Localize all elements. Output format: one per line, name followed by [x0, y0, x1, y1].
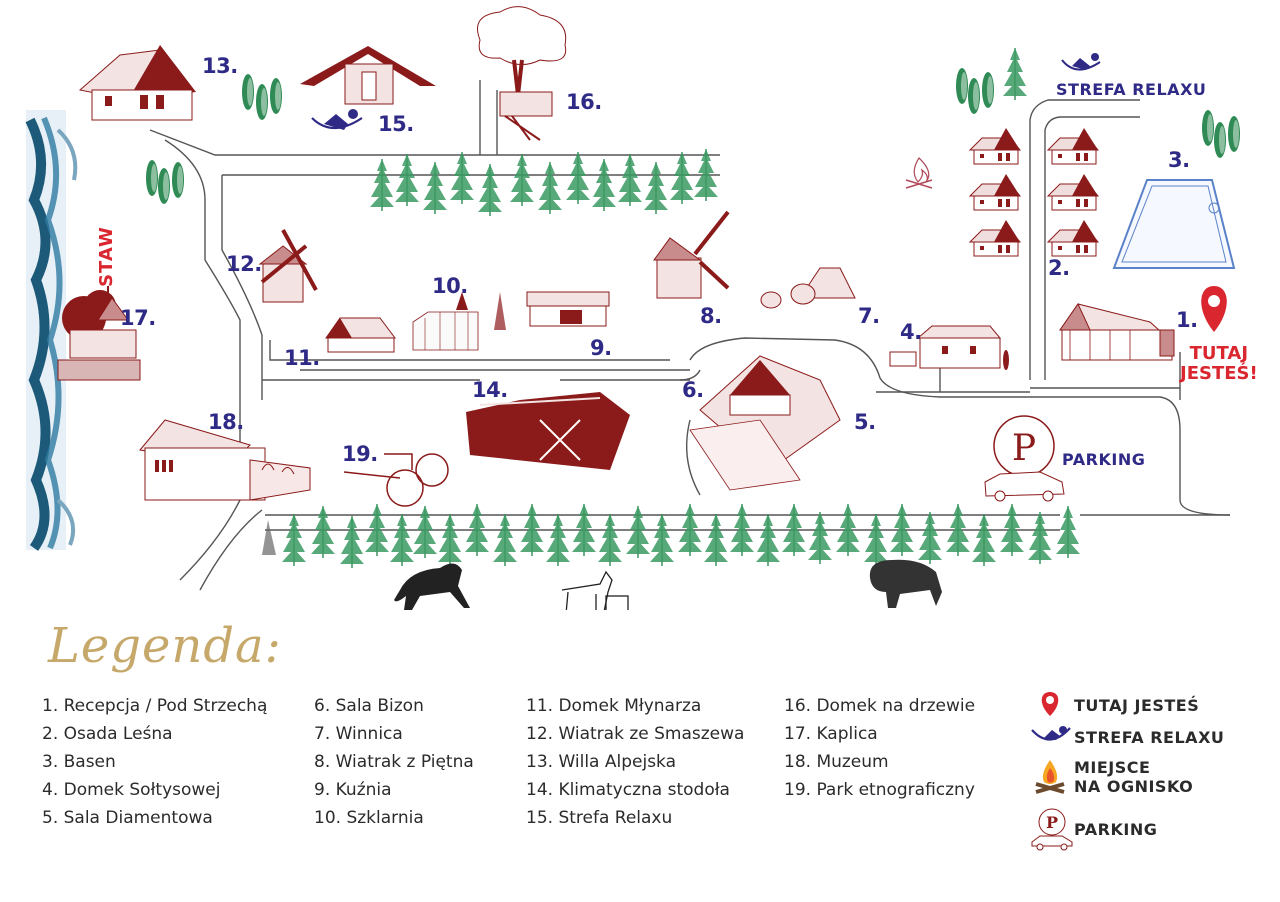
legend-column-1: 1. Recepcja / Pod Strzechą 2. Osada Leśn…	[42, 692, 267, 832]
goat-illustration	[561, 570, 629, 615]
legend-title: Legenda:	[48, 618, 282, 674]
you-are-here-label: TUTAJ JESTEŚ!	[1180, 344, 1258, 384]
building-winnica	[760, 267, 856, 309]
legend-symbol-campfire: MIEJSCE NA OGNISKO	[1030, 758, 1193, 800]
horse-illustration	[394, 563, 470, 610]
marker-6[interactable]: 6.	[682, 378, 704, 402]
cart-park-etnograficzny	[343, 453, 449, 507]
building-osada-lesna	[969, 127, 1099, 257]
pool-basen	[1112, 179, 1236, 269]
marker-17[interactable]: 17.	[120, 306, 156, 330]
legend-item: 4. Domek Sołtysowej	[42, 780, 221, 800]
building-kuznia	[526, 291, 610, 327]
svg-text:P: P	[1046, 813, 1058, 832]
hammock-marker-15	[311, 109, 363, 130]
building-wiatrak-z-pietna	[653, 210, 730, 299]
marker-7[interactable]: 7.	[858, 304, 880, 328]
marker-18[interactable]: 18.	[208, 410, 244, 434]
marker-8[interactable]: 8.	[700, 304, 722, 328]
tree-row-top	[369, 148, 719, 217]
campfire-label-line1: MIEJSCE	[1074, 758, 1151, 777]
bison-illustration	[869, 559, 942, 608]
building-sala-bizon	[689, 355, 841, 491]
marker-16[interactable]: 16.	[566, 90, 602, 114]
parking-label: PARKING	[1062, 450, 1146, 469]
marker-19[interactable]: 19.	[342, 442, 378, 466]
hammock-icon	[1031, 726, 1071, 741]
campfire-label: MIEJSCE NA OGNISKO	[1074, 758, 1193, 796]
legend-item: 7. Winnica	[314, 724, 403, 744]
building-muzeum	[139, 419, 311, 501]
legend-item: 16. Domek na drzewie	[784, 696, 976, 716]
legend-item: 5. Sala Diamentowa	[42, 808, 213, 828]
legend-item: 10. Szklarnia	[314, 808, 424, 828]
legend-column-3: 11. Domek Młynarza 12. Wiatrak ze Smasze…	[526, 692, 744, 832]
marker-9[interactable]: 9.	[590, 336, 612, 360]
legend-symbol-parking: P PARKING	[1030, 806, 1157, 856]
legend-item: 18. Muzeum	[784, 752, 889, 772]
site-map: P	[25, 6, 1258, 615]
legend-item: 1. Recepcja / Pod Strzechą	[42, 696, 268, 716]
legend-symbol-you-are-here: TUTAJ JESTEŚ	[1030, 690, 1199, 724]
building-szklarnia	[412, 292, 506, 351]
staw-label: STAW	[95, 226, 117, 287]
building-willa-alpejska	[78, 45, 196, 121]
building-strefa-relaxu	[300, 46, 436, 105]
pond-staw	[25, 110, 78, 551]
parking-icon: P	[1031, 808, 1073, 851]
marker-4[interactable]: 4.	[900, 320, 922, 344]
marker-10[interactable]: 10.	[432, 274, 468, 298]
legend-item: 14. Klimatyczna stodoła	[526, 780, 730, 800]
legend-item: 11. Domek Młynarza	[526, 696, 702, 716]
marker-12[interactable]: 12.	[226, 252, 262, 276]
svg-text:P: P	[1012, 428, 1036, 469]
parking-marker: P	[984, 415, 1065, 502]
hammock-marker-top	[1061, 53, 1101, 71]
building-domek-mlynarza	[325, 317, 396, 353]
legend-column-4: 16. Domek na drzewie 17. Kaplica 18. Muz…	[784, 692, 975, 804]
tree-row-bottom	[262, 503, 1081, 569]
building-domek-na-drzewie	[477, 6, 567, 141]
building-kaplica	[57, 286, 141, 381]
legend-item: 6. Sala Bizon	[314, 696, 424, 716]
legend-item: 3. Basen	[42, 752, 116, 772]
legend-item: 12. Wiatrak ze Smaszewa	[526, 724, 745, 744]
legend-item: 13. Willa Alpejska	[526, 752, 677, 772]
legend-column-2: 6. Sala Bizon 7. Winnica 8. Wiatrak z Pi…	[314, 692, 474, 832]
marker-5[interactable]: 5.	[854, 410, 876, 434]
location-pin-icon	[1041, 692, 1059, 716]
legend-item: 17. Kaplica	[784, 724, 878, 744]
legend-symbol-relax-zone: STREFA RELAXU	[1030, 724, 1224, 754]
marker-3[interactable]: 3.	[1168, 148, 1190, 172]
building-recepcja	[1059, 302, 1175, 361]
legend-item: 19. Park etnograficzny	[784, 780, 975, 800]
location-pin-marker	[1201, 286, 1227, 332]
building-wiatrak-smaszewa	[258, 229, 318, 303]
marker-15[interactable]: 15.	[378, 112, 414, 136]
building-klimatyczna-stodola	[466, 392, 630, 470]
map-drawing: P	[25, 6, 1240, 615]
legend-item: 9. Kuźnia	[314, 780, 392, 800]
legend-item: 8. Wiatrak z Piętna	[314, 752, 474, 772]
campfire-marker	[905, 157, 933, 189]
marker-11[interactable]: 11.	[284, 346, 320, 370]
legend-item: 2. Osada Leśna	[42, 724, 173, 744]
marker-1[interactable]: 1.	[1176, 308, 1198, 332]
marker-13[interactable]: 13.	[202, 54, 238, 78]
legend-item: 15. Strefa Relaxu	[526, 808, 673, 828]
campfire-label-line2: NA OGNISKO	[1074, 777, 1194, 796]
building-domek-soltysowej	[889, 325, 1009, 370]
marker-14[interactable]: 14.	[472, 378, 508, 402]
marker-2[interactable]: 2.	[1048, 256, 1070, 280]
strefa-relaxu-label: STREFA RELAXU	[1056, 80, 1207, 99]
campfire-icon	[1035, 760, 1065, 794]
you-are-here-line1: TUTAJ	[1189, 343, 1249, 364]
you-are-here-line2: JESTEŚ!	[1180, 363, 1258, 384]
cypress-groups	[146, 47, 1240, 204]
